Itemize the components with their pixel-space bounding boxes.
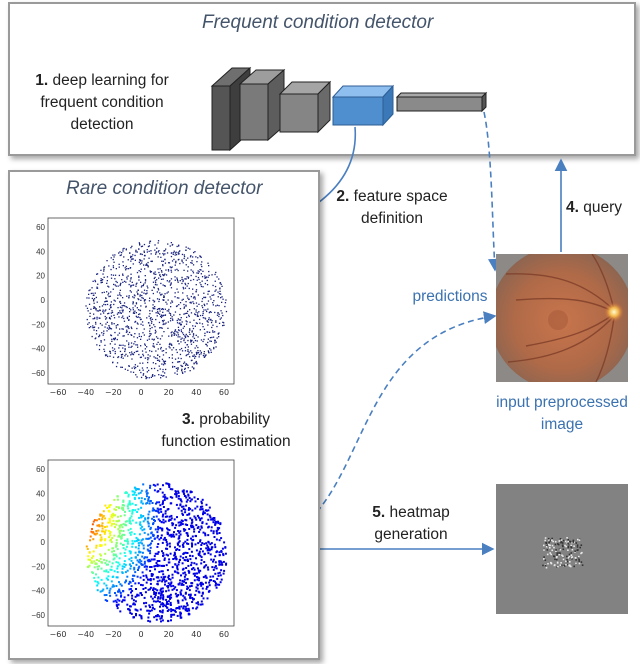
y-tick-label: 40 [36, 247, 45, 256]
y-tick-label: 0 [41, 296, 46, 305]
step2-number: 2. [336, 188, 350, 205]
tsne-scatter-2: −60 −40 −20 0 20 40 60 60 40 20 0 −20 −40 −60 [31, 459, 235, 639]
cnn-feature-layer [331, 84, 395, 127]
step2-text-line1: feature space [353, 188, 448, 205]
step1-label: 1. deep learning for frequent condition … [22, 70, 182, 136]
x-tick-label: −20 [105, 630, 122, 639]
y-tick-label: −40 [31, 587, 45, 596]
heatmap-graphic [542, 537, 584, 569]
arrow-predictions-frequent [483, 111, 501, 272]
y-tick-label: −60 [31, 611, 45, 620]
tsne-scatter-1: −60 −40 −20 0 20 40 60 60 40 20 0 −20 −40 −60 [31, 217, 235, 397]
y-tick-label: −20 [31, 320, 45, 329]
x-tick-label: 60 [219, 388, 229, 397]
step3-label: 3. probability function estimation [136, 409, 316, 453]
x-tick-label: 40 [191, 388, 201, 397]
cnn-layer-2 [238, 68, 286, 142]
input-caption-line2: image [540, 416, 584, 433]
step2-text-line2: definition [360, 210, 424, 227]
y-tick-label: −40 [31, 345, 45, 354]
fundus-graphic [496, 254, 628, 382]
x-tick-label: −40 [77, 630, 94, 639]
tsne-plot-feature-space: −60 −40 −20 0 20 40 60 60 40 20 0 −20 −40 −60 [20, 212, 242, 408]
cnn-layer-3 [278, 80, 332, 134]
x-tick-label: 20 [164, 630, 174, 639]
cnn-output-layer [395, 91, 488, 113]
frequent-detector-panel [8, 2, 636, 156]
step2-label: 2. feature space definition [318, 186, 466, 230]
step1-number: 1. [35, 72, 49, 89]
step5-text-line1: heatmap [389, 504, 450, 521]
y-tick-label: 0 [41, 538, 46, 547]
step4-number: 4. [566, 199, 579, 216]
step5-text-line2: generation [374, 526, 448, 543]
input-preprocessed-image [496, 254, 628, 382]
step5-number: 5. [372, 504, 386, 521]
step1-text-line1: deep learning for [52, 72, 169, 89]
y-tick-label: 20 [36, 272, 45, 281]
step1-text-line2: frequent condition [40, 94, 164, 111]
cnn-network [210, 66, 488, 152]
input-image-caption: input preprocessed image [484, 392, 640, 436]
step3-text-line2: function estimation [161, 433, 291, 450]
y-tick-label: 60 [36, 223, 45, 232]
step4-label: 4. query [566, 197, 636, 219]
x-tick-label: −20 [105, 388, 122, 397]
rare-detector-title: Rare condition detector [66, 178, 263, 199]
x-tick-label: −40 [77, 388, 94, 397]
x-tick-label: −60 [50, 388, 67, 397]
step3-text-line1: probability [199, 411, 270, 428]
x-tick-label: 40 [191, 630, 201, 639]
y-tick-label: −60 [31, 369, 45, 378]
step3-number: 3. [182, 411, 195, 428]
step5-label: 5. heatmap generation [346, 502, 476, 546]
y-tick-label: 40 [36, 489, 45, 498]
x-tick-label: 0 [138, 388, 143, 397]
step4-text: query [583, 199, 623, 216]
scatter-points [85, 240, 228, 380]
input-caption-line1: input preprocessed [496, 394, 628, 411]
tsne-plot-probability: −60 −40 −20 0 20 40 60 60 40 20 0 −20 −40 −60 [20, 454, 242, 650]
x-tick-label: 20 [164, 388, 174, 397]
scatter-points [85, 482, 228, 623]
y-tick-label: 20 [36, 514, 45, 523]
predictions-label: predictions [412, 288, 488, 305]
step1-text-line3: detection [70, 116, 134, 133]
heatmap-image [496, 484, 628, 614]
frequent-detector-title: Frequent condition detector [202, 12, 434, 33]
y-tick-label: 60 [36, 465, 45, 474]
x-tick-label: 0 [138, 630, 143, 639]
x-tick-label: 60 [219, 630, 229, 639]
y-tick-label: −20 [31, 562, 45, 571]
x-tick-label: −60 [50, 630, 67, 639]
